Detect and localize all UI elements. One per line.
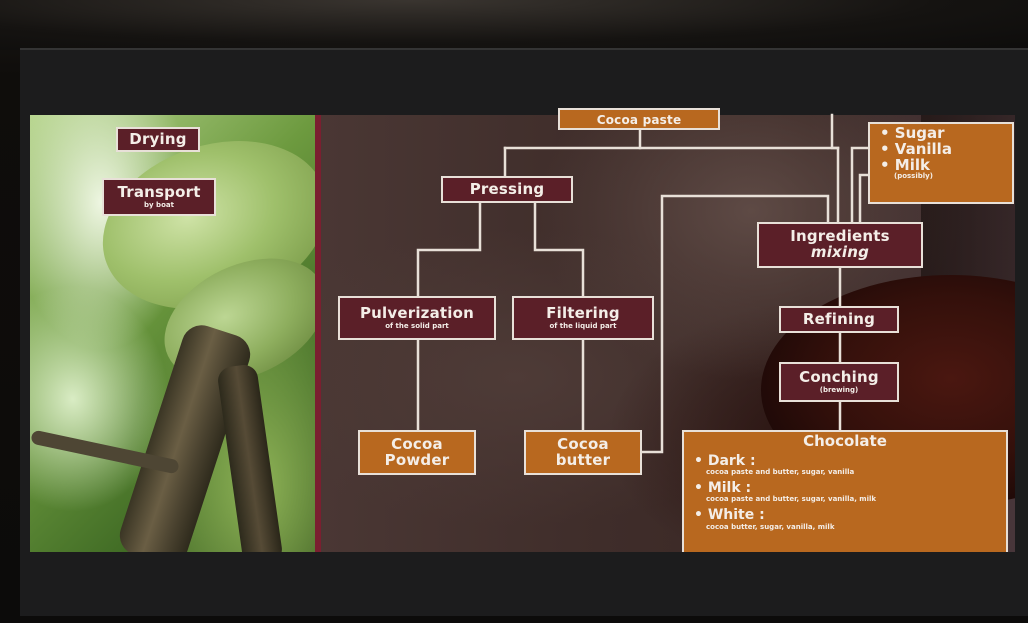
milk-sublabel: (possibly) <box>894 173 933 180</box>
connector-milk-to-ingredients <box>860 175 868 222</box>
white-chocolate-desc: cocoa butter, sugar, vanilla, milk <box>706 524 996 531</box>
pressing-label: Pressing <box>470 182 545 198</box>
refining-step: Refining <box>779 306 899 333</box>
conching-sublabel: (brewing) <box>820 387 858 394</box>
cocoa-powder-label-line2: Powder <box>385 453 450 469</box>
pulverization-sublabel: of the solid part <box>385 323 449 330</box>
ingredients-mixing-step: Ingredients mixing <box>757 222 923 268</box>
milk-chocolate-name: • Milk : <box>694 481 996 496</box>
drying-label: Drying <box>129 132 186 148</box>
cocoa-paste-step: Cocoa paste <box>558 108 720 130</box>
dark-chocolate-desc: cocoa paste and butter, sugar, vanilla <box>706 469 996 476</box>
conching-label: Conching <box>799 370 879 386</box>
connector-pressing-to-filtering <box>535 202 583 296</box>
transport-label: Transport <box>117 185 200 201</box>
filtering-step: Filtering of the liquid part <box>512 296 654 340</box>
added-ingredients-box: • Sugar • Vanilla • Milk (possibly) <box>868 122 1014 204</box>
chocolate-product-box: Chocolate • Dark : cocoa paste and butte… <box>682 430 1008 552</box>
pulverization-label: Pulverization <box>360 306 474 322</box>
cocoa-butter-label-line2: butter <box>556 453 611 469</box>
refining-label: Refining <box>803 312 875 328</box>
cocoa-powder-product: Cocoa Powder <box>358 430 476 475</box>
milk-chocolate-item: • Milk : cocoa paste and butter, sugar, … <box>694 481 996 504</box>
white-chocolate-item: • White : cocoa butter, sugar, vanilla, … <box>694 508 996 531</box>
white-chocolate-name: • White : <box>694 508 996 523</box>
cocoa-butter-product: Cocoa butter <box>524 430 642 475</box>
connector-pressing-to-pulverization <box>418 202 480 296</box>
transport-sublabel: by boat <box>144 202 174 209</box>
milk-label: • Milk <box>880 158 930 174</box>
filtering-label: Filtering <box>546 306 620 322</box>
milk-chocolate-desc: cocoa paste and butter, sugar, vanilla, … <box>706 496 996 503</box>
cocoa-paste-label: Cocoa paste <box>597 114 682 127</box>
pressing-step: Pressing <box>441 176 573 203</box>
transport-step: Transport by boat <box>102 178 216 216</box>
filtering-sublabel: of the liquid part <box>550 323 617 330</box>
conching-step: Conching (brewing) <box>779 362 899 402</box>
drying-step: Drying <box>116 127 200 152</box>
pulverization-step: Pulverization of the solid part <box>338 296 496 340</box>
ingredients-mixing-label-line2: mixing <box>811 245 869 261</box>
dark-chocolate-name: • Dark : <box>694 454 996 469</box>
dark-chocolate-item: • Dark : cocoa paste and butter, sugar, … <box>694 454 996 477</box>
chocolate-title: Chocolate <box>694 434 996 450</box>
connector-paste-to-ingredients <box>832 115 838 222</box>
